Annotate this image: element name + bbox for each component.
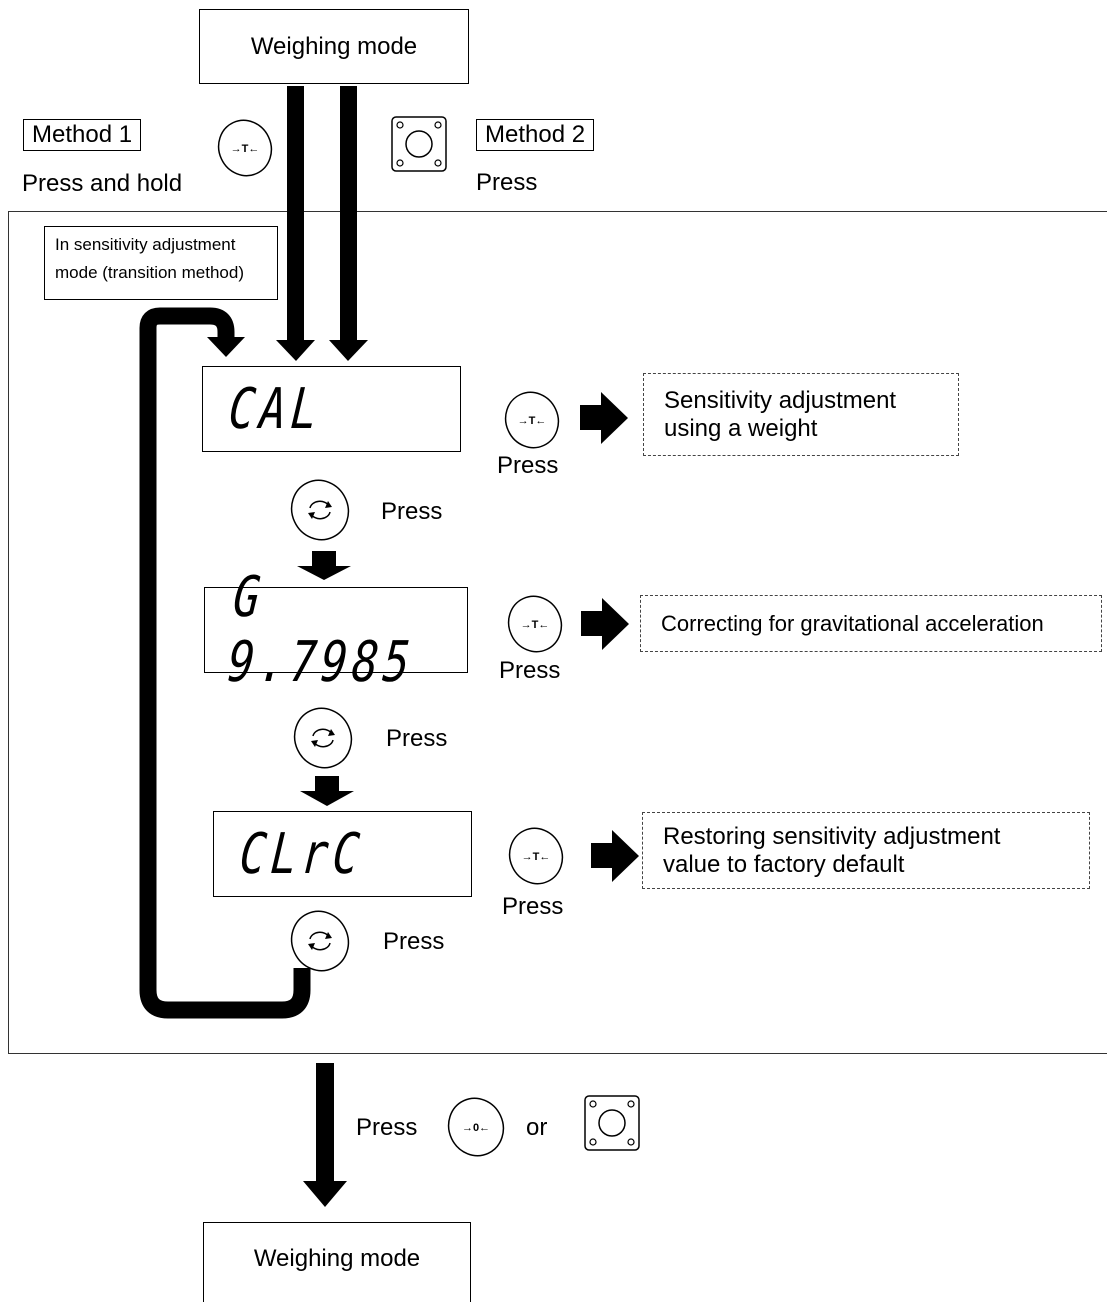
method2-action: Press	[476, 169, 538, 196]
exit-press: Press	[356, 1114, 418, 1141]
step1-next-press: Press	[381, 498, 443, 525]
result-line: Restoring sensitivity adjustment	[663, 822, 1001, 850]
region-note: In sensitivity adjustment mode (transiti…	[44, 226, 278, 300]
region-note-line2: mode (transition method)	[55, 263, 244, 282]
mode-cycle-key-icon	[290, 479, 350, 541]
result-line: value to factory default	[663, 850, 905, 878]
result-factory-default: Restoring sensitivity adjustment value t…	[642, 812, 1090, 889]
zero-key-icon: →0←	[447, 1097, 505, 1157]
result-line: Correcting for gravitational acceleratio…	[661, 610, 1044, 636]
sensitivity-adjustment-region	[8, 211, 1107, 1054]
svg-text:→T←: →T←	[522, 851, 551, 863]
result-gravity: Correcting for gravitational acceleratio…	[640, 595, 1102, 652]
tare-key-icon: →T←	[507, 595, 563, 653]
step1-press: Press	[497, 452, 559, 479]
result-line: using a weight	[664, 414, 818, 442]
weighing-mode-top-label: Weighing mode	[250, 32, 418, 60]
tare-key-icon: →T←	[504, 391, 560, 449]
mode-cycle-key-icon	[290, 910, 350, 972]
mode-cycle-key-icon	[293, 707, 353, 769]
step2-next-press: Press	[386, 725, 448, 752]
svg-text:→T←: →T←	[521, 619, 550, 631]
svg-text:→T←: →T←	[518, 415, 547, 427]
tare-key-icon: →T←	[217, 119, 273, 177]
cal-key-icon	[391, 116, 447, 172]
display-gravity: G 9.7985	[204, 565, 468, 695]
method1-action: Press and hold	[22, 170, 183, 197]
tare-key-icon: →T←	[508, 827, 564, 885]
weighing-mode-bottom-label: Weighing mode	[253, 1244, 421, 1272]
cal-key-icon	[584, 1095, 640, 1151]
step3-next-press: Press	[383, 928, 445, 955]
exit-or: or	[526, 1114, 548, 1141]
display-cal: CAL	[202, 366, 461, 452]
step3-press: Press	[502, 893, 564, 920]
weighing-mode-bottom: Weighing mode	[203, 1222, 471, 1302]
result-line: Sensitivity adjustment	[664, 386, 897, 414]
display-clrc: CLrC	[213, 811, 472, 897]
svg-text:→0←: →0←	[462, 1122, 490, 1134]
method1-label: Method 1	[23, 119, 142, 151]
step2-press: Press	[499, 657, 561, 684]
weighing-mode-top: Weighing mode	[199, 9, 469, 84]
region-note-line1: In sensitivity adjustment	[55, 235, 236, 254]
result-weight-adjust: Sensitivity adjustment using a weight	[643, 373, 959, 456]
svg-text:→T←: →T←	[231, 143, 260, 155]
method2-label: Method 2	[476, 119, 595, 151]
